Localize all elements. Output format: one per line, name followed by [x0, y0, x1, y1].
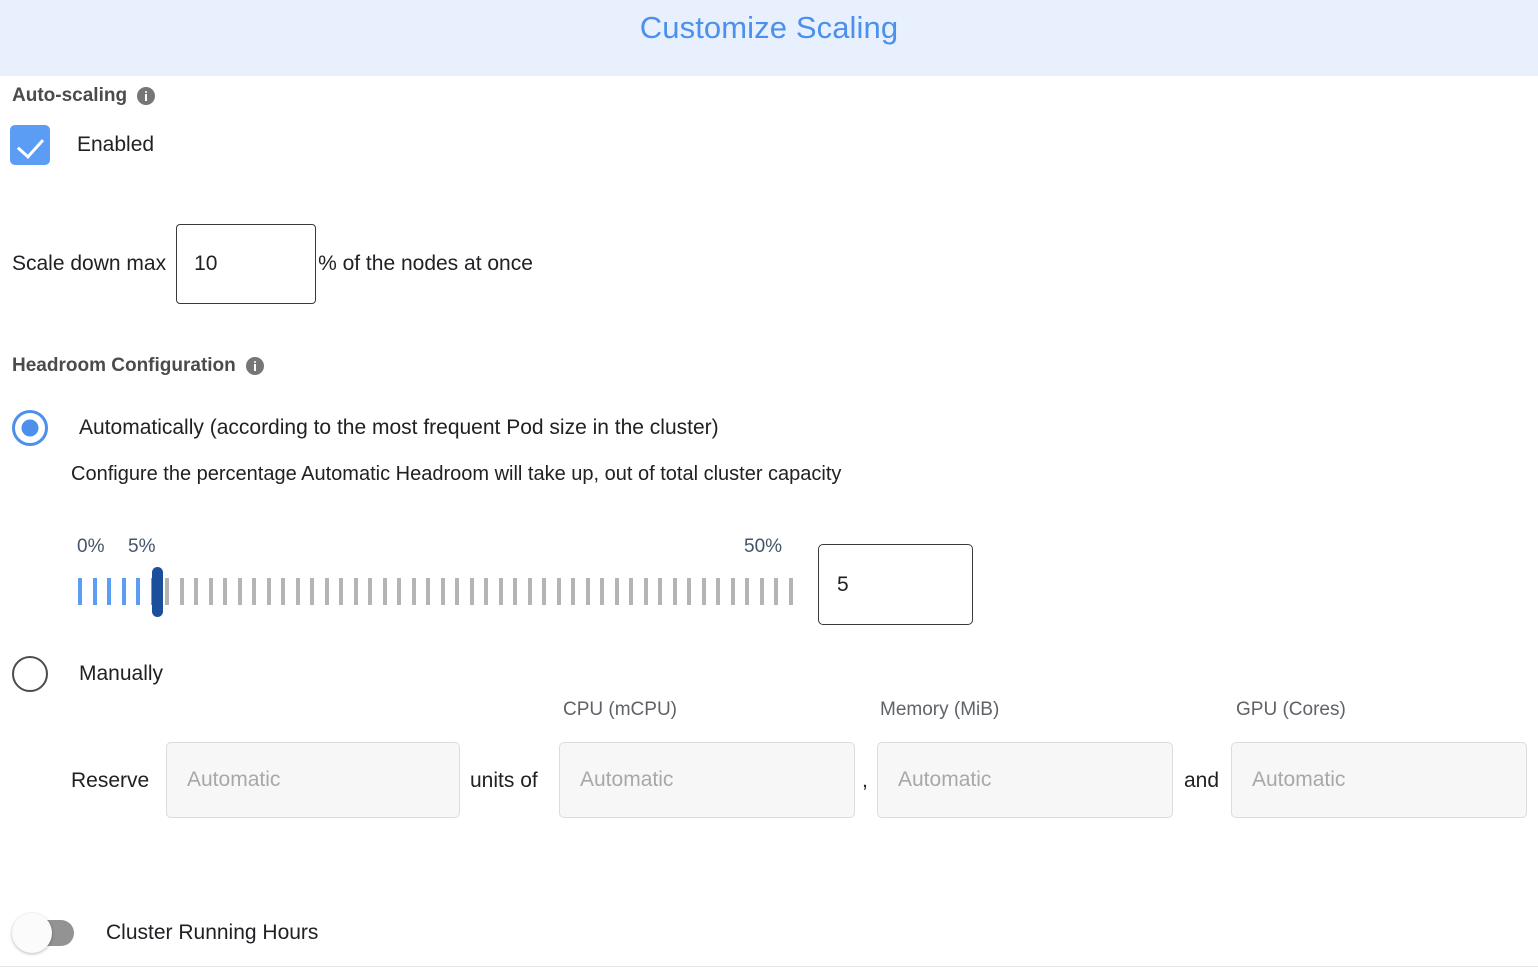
- memory-field-label: Memory (MiB): [880, 699, 1000, 720]
- reserve-cpu-input[interactable]: [559, 742, 855, 818]
- headroom-automatic-option[interactable]: Automatically (according to the most fre…: [12, 410, 719, 446]
- scale-down-max-suffix: % of the nodes at once: [318, 252, 533, 275]
- auto-scaling-section-heading: Auto-scaling: [12, 85, 156, 107]
- slider-tick[interactable]: [687, 578, 691, 605]
- slider-tick[interactable]: [629, 578, 633, 605]
- slider-current-label: 5%: [128, 536, 156, 557]
- auto-scaling-enabled-label: Enabled: [77, 133, 155, 156]
- slider-min-label: 0%: [77, 536, 105, 557]
- reserve-memory-input[interactable]: [877, 742, 1173, 818]
- slider-tick[interactable]: [469, 578, 474, 605]
- auto-scaling-heading-label: Auto-scaling: [12, 85, 128, 106]
- slider-thumb[interactable]: [151, 567, 163, 617]
- headroom-automatic-label: Automatically (according to the most fre…: [79, 416, 719, 439]
- slider-tick[interactable]: [208, 578, 213, 605]
- info-icon[interactable]: [137, 87, 156, 105]
- headroom-automatic-radio[interactable]: [12, 410, 48, 446]
- headroom-manual-label: Manually: [79, 662, 164, 685]
- slider-tick[interactable]: [571, 578, 575, 605]
- slider-tick[interactable]: [527, 578, 532, 605]
- scale-down-max-label: Scale down max: [12, 252, 167, 275]
- headroom-manual-option[interactable]: Manually: [12, 656, 163, 692]
- slider-tick[interactable]: [136, 578, 140, 605]
- slider-tick[interactable]: [585, 578, 590, 605]
- slider-tick[interactable]: [194, 578, 198, 605]
- slider-tick[interactable]: [484, 578, 488, 605]
- headroom-manual-radio[interactable]: [12, 656, 48, 692]
- slider-tick[interactable]: [643, 578, 648, 605]
- slider-tick[interactable]: [542, 578, 546, 605]
- reserve-units-input[interactable]: [166, 742, 460, 818]
- slider-tick[interactable]: [339, 578, 343, 605]
- slider-tick[interactable]: [513, 578, 517, 605]
- slider-tick[interactable]: [556, 578, 561, 605]
- info-icon[interactable]: [245, 357, 264, 375]
- slider-tick[interactable]: [78, 578, 82, 605]
- slider-tick[interactable]: [411, 578, 416, 605]
- slider-tick[interactable]: [92, 578, 97, 605]
- headroom-slider-group: 0% 5% 50%: [0, 530, 1000, 630]
- comma-separator: ,: [862, 769, 868, 792]
- slider-tick[interactable]: [730, 578, 735, 605]
- cpu-field-label: CPU (mCPU): [563, 699, 677, 720]
- slider-tick[interactable]: [498, 578, 503, 605]
- headroom-heading-label: Headroom Configuration: [12, 355, 236, 376]
- slider-max-label: 50%: [744, 536, 783, 557]
- and-label: and: [1184, 769, 1220, 792]
- scale-down-max-input[interactable]: [176, 224, 317, 304]
- slider-tick[interactable]: [368, 578, 372, 605]
- slider-tick[interactable]: [701, 578, 706, 605]
- slider-tick[interactable]: [310, 578, 314, 605]
- slider-tick[interactable]: [266, 578, 271, 605]
- gpu-field-label: GPU (Cores): [1236, 699, 1346, 720]
- slider-tick[interactable]: [382, 578, 387, 605]
- slider-tick[interactable]: [745, 578, 749, 605]
- cluster-running-hours-toggle[interactable]: [12, 913, 74, 953]
- toggle-knob: [12, 913, 52, 953]
- slider-tick[interactable]: [774, 578, 778, 605]
- units-of-label: units of: [470, 769, 538, 792]
- slider-tick[interactable]: [672, 578, 677, 605]
- scale-down-max-row: Scale down max % of the nodes at once: [12, 224, 533, 304]
- slider-tick[interactable]: [252, 578, 256, 605]
- page-header: Customize Scaling: [0, 0, 1538, 76]
- slider-tick[interactable]: [600, 578, 604, 605]
- auto-scaling-enabled-checkbox[interactable]: [10, 125, 50, 165]
- slider-tick[interactable]: [281, 578, 285, 605]
- bottom-divider: [0, 966, 1538, 967]
- slider-tick[interactable]: [324, 578, 329, 605]
- slider-tick[interactable]: [107, 578, 111, 605]
- slider-tick[interactable]: [426, 578, 430, 605]
- slider-tick[interactable]: [397, 578, 401, 605]
- cluster-running-hours-label: Cluster Running Hours: [106, 921, 319, 944]
- slider-tick[interactable]: [455, 578, 459, 605]
- reserve-gpu-input[interactable]: [1231, 742, 1527, 818]
- slider-tick[interactable]: [716, 578, 720, 605]
- slider-tick[interactable]: [759, 578, 764, 605]
- slider-tick[interactable]: [440, 578, 445, 605]
- slider-tick[interactable]: [179, 578, 184, 605]
- slider-tick[interactable]: [237, 578, 242, 605]
- slider-tick[interactable]: [353, 578, 358, 605]
- headroom-automatic-description: Configure the percentage Automatic Headr…: [71, 463, 842, 485]
- headroom-percentage-input[interactable]: [818, 544, 973, 625]
- headroom-percentage-slider[interactable]: [78, 567, 803, 617]
- slider-tick[interactable]: [788, 578, 793, 605]
- cluster-running-hours-row[interactable]: Cluster Running Hours: [12, 913, 319, 953]
- auto-scaling-enabled-row[interactable]: Enabled: [10, 125, 154, 165]
- slider-tick[interactable]: [295, 578, 300, 605]
- slider-tick[interactable]: [658, 578, 662, 605]
- slider-tick[interactable]: [121, 578, 126, 605]
- slider-tick[interactable]: [165, 578, 169, 605]
- headroom-configuration-section-heading: Headroom Configuration: [12, 355, 264, 377]
- slider-tick[interactable]: [223, 578, 227, 605]
- reserve-label: Reserve: [71, 769, 150, 792]
- page-title: Customize Scaling: [639, 10, 899, 45]
- slider-tick[interactable]: [614, 578, 619, 605]
